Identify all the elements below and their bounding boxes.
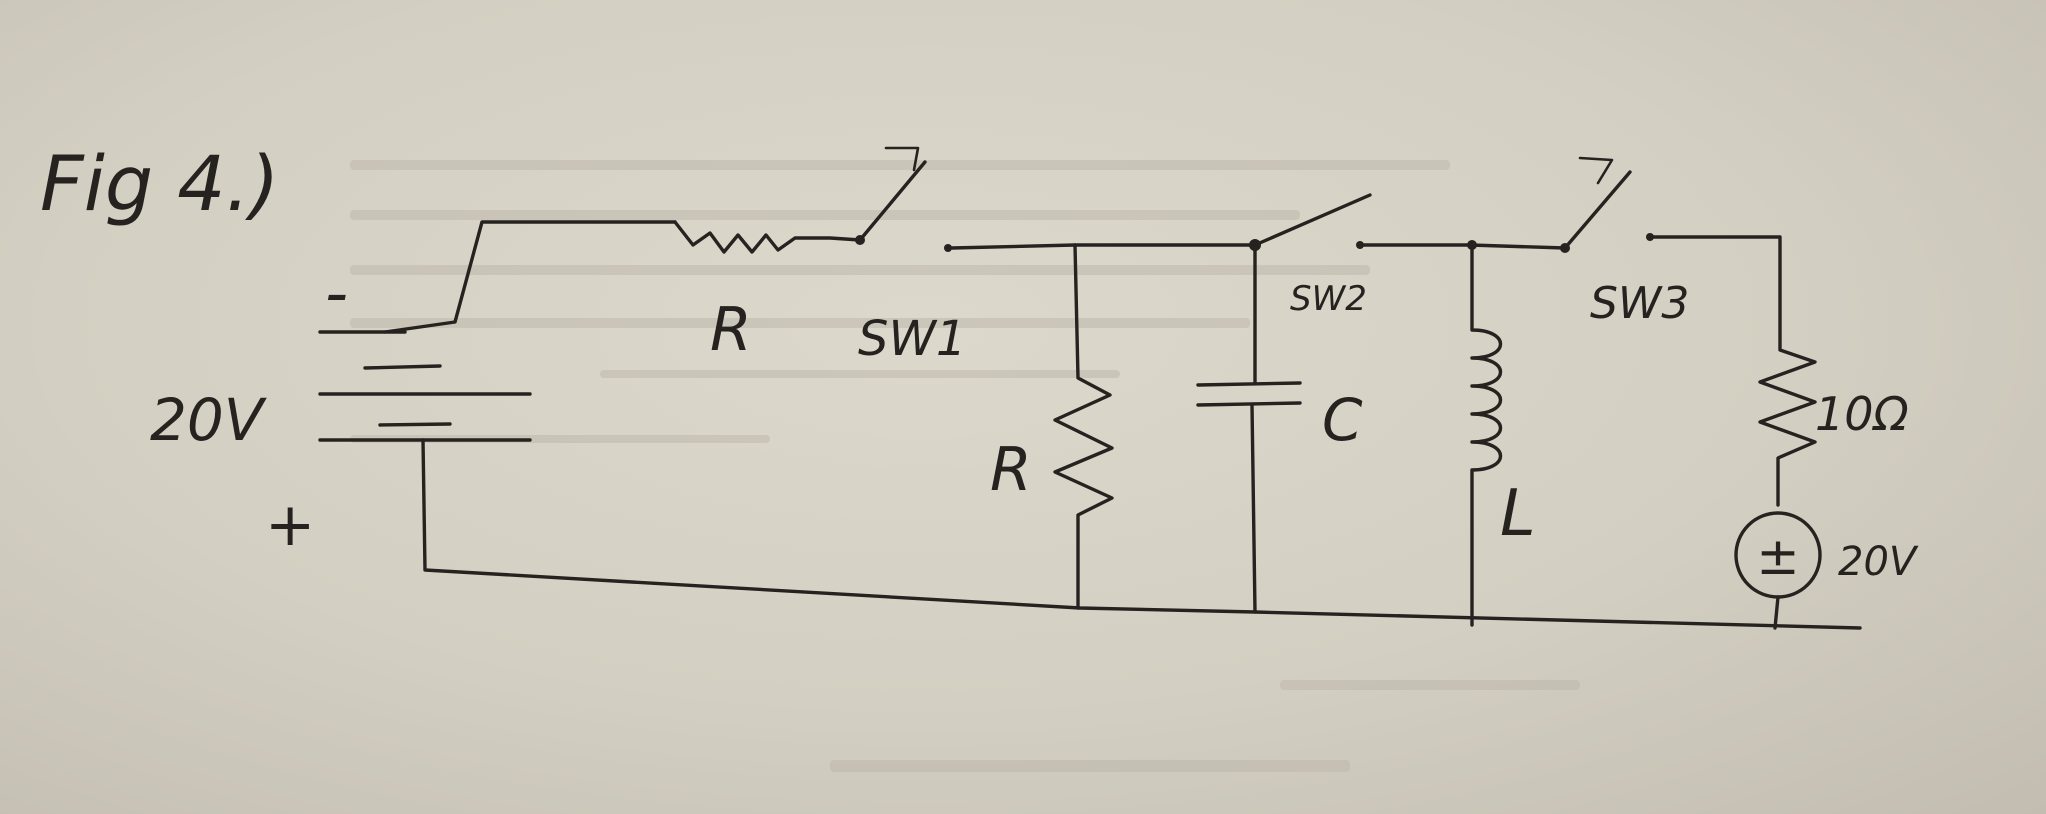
series-resistor-label: R: [710, 295, 752, 365]
wire-top-middle: [950, 243, 1257, 250]
voltage-source: ±: [1734, 511, 1822, 599]
switch-3-arrow-icon: [1578, 156, 1614, 185]
inductor: [1470, 243, 1502, 627]
capacitor-label: C: [1322, 386, 1363, 454]
switch-2-blade: [1253, 193, 1372, 247]
switch-2-label: SW2: [1290, 279, 1367, 319]
capacitor-lead-bottom: [1250, 403, 1257, 614]
wire-top-left: [383, 220, 677, 334]
voltage-source-label: 20V: [1838, 539, 1919, 585]
switch-3: [1560, 156, 1654, 253]
voltage-source-symbol: ±: [1756, 527, 1800, 587]
wire-top-right: [1358, 243, 1567, 250]
load-resistor: [1648, 235, 1817, 507]
switch-3-label: SW3: [1590, 278, 1689, 329]
battery-voltage-label: 20V: [150, 386, 268, 454]
inductor-label: L: [1500, 477, 1536, 551]
battery-plate-short-1: [363, 364, 442, 370]
switch-1-arrow-icon: [884, 146, 920, 172]
capacitor-plate-top: [1196, 381, 1302, 387]
battery-minus-label: -: [325, 257, 348, 331]
battery-plus-label: +: [265, 490, 315, 560]
bleed-through-text: [350, 160, 1580, 772]
switch-1-blade: [858, 160, 927, 242]
figure-title: Fig 4.): [40, 139, 279, 228]
load-resistor-label: 10Ω: [1815, 387, 1909, 441]
capacitor-plate-bottom: [1196, 401, 1302, 407]
shunt-resistor-label: R: [990, 435, 1032, 505]
shunt-resistor: [1053, 243, 1114, 610]
switch-1-contact: [944, 244, 952, 252]
wire-bottom-rail: [421, 438, 1862, 630]
switch-3-blade: [1563, 170, 1632, 250]
series-resistor: [673, 220, 862, 254]
switch-1-label: SW1: [858, 311, 966, 367]
capacitor: [1196, 243, 1302, 614]
battery: [318, 330, 532, 442]
switch-1: [855, 146, 952, 252]
battery-plate-short-2: [378, 422, 452, 427]
switch-2: [1249, 193, 1372, 251]
wire-source-return: [1773, 595, 1780, 630]
